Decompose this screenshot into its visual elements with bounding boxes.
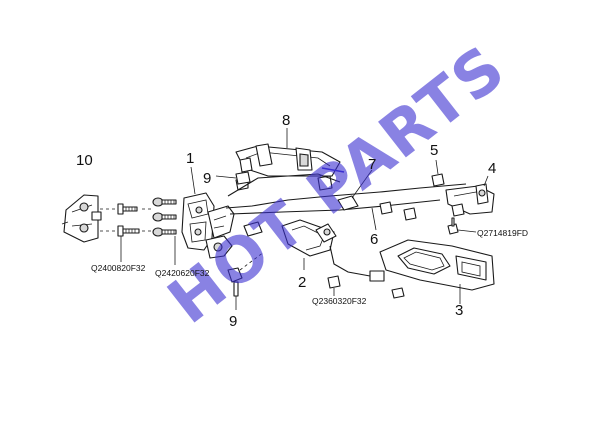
leader-screw-right: [457, 229, 477, 233]
part-9-clip-upper: [235, 171, 251, 185]
part-7-cable: [337, 195, 417, 221]
bolt-q2420620f32-bottom: [152, 227, 177, 237]
part-10-striker: [61, 194, 102, 243]
bolt-q2420620f32-mid: [152, 212, 177, 222]
leader-part-9-upper: [215, 175, 237, 179]
label-part-5: 5: [430, 142, 438, 159]
bolt-q2400820f32-upper: [117, 203, 138, 215]
leader-part-5: [435, 159, 439, 175]
screw-q2714819fd: [447, 217, 459, 235]
code-nut-bottom: Q2360320F32: [312, 296, 367, 306]
rod-mid: [229, 199, 441, 215]
leader-part-6: [371, 207, 377, 231]
part-9-clip-lower: [227, 267, 243, 297]
part-4-rear-bracket: [445, 183, 495, 217]
code-bolt-mid: Q2420620F32: [155, 268, 210, 278]
label-part-4: 4: [488, 160, 496, 177]
align-line-clip: [239, 251, 265, 271]
rod-lower: [225, 183, 467, 209]
screw-handle: [391, 287, 405, 299]
leader-part-4: [483, 175, 489, 187]
label-part-2: 2: [298, 274, 306, 291]
label-part-8: 8: [282, 112, 290, 129]
bolt-q2400820f32-lower: [117, 225, 140, 237]
part-3-inner-handle: [379, 239, 495, 291]
code-screw-right: Q2714819FD: [477, 228, 528, 238]
label-part-3: 3: [455, 302, 463, 319]
label-part-10: 10: [76, 152, 93, 169]
nut-q2360320f32: [327, 275, 341, 296]
part-2-lock-lever: [281, 219, 385, 282]
part-5-clip: [431, 173, 445, 187]
clip-left: [243, 221, 263, 237]
blue-cable-accent: [321, 167, 345, 173]
rod-upper: [227, 173, 341, 197]
part-8-handle-bracket: [235, 143, 341, 191]
leader-part-1: [190, 166, 196, 195]
label-part-9-upper: 9: [203, 170, 211, 187]
bolt-q2420620f32-top: [152, 197, 177, 207]
label-part-9-lower: 9: [229, 313, 237, 330]
align-line-mid: [142, 208, 152, 232]
label-part-6: 6: [370, 231, 378, 248]
label-part-7: 7: [368, 156, 376, 173]
label-part-1: 1: [186, 150, 194, 167]
code-bolt-left: Q2400820F32: [91, 263, 146, 273]
leader-part-7: [351, 169, 373, 199]
part-1-latch: [181, 192, 235, 259]
